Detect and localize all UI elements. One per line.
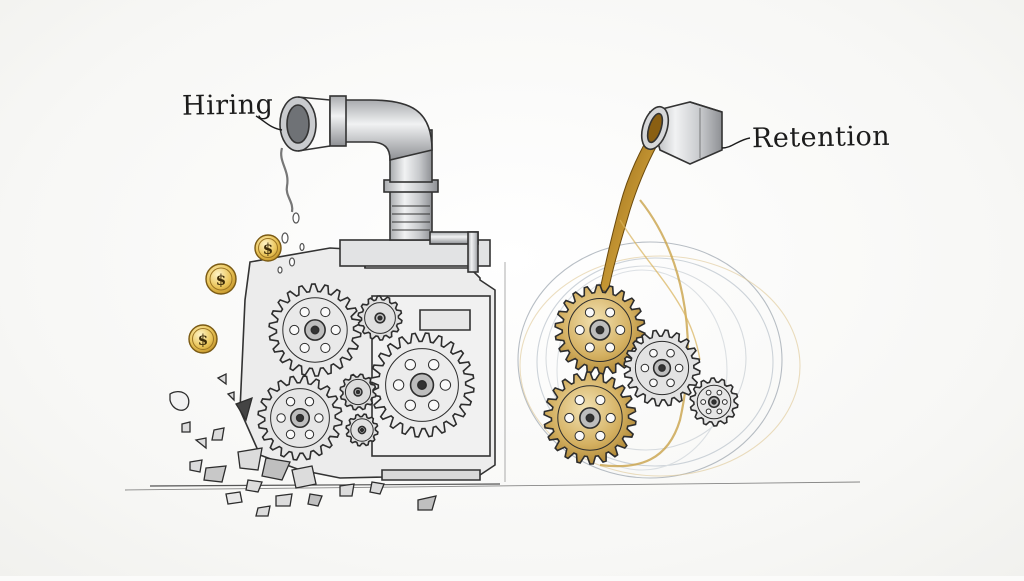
coin-symbol: $: [216, 271, 226, 289]
retention-machine: [517, 101, 801, 479]
oil-can-icon: [640, 101, 723, 165]
gear: [689, 377, 739, 427]
retention-leader-line: [721, 137, 751, 149]
coin-icon: $ $ $: [188, 234, 282, 354]
gear: [339, 373, 377, 411]
retention-label: Retention: [751, 120, 891, 155]
motion-swirl: [517, 241, 801, 479]
water-drips: [277, 147, 305, 274]
gear: [554, 284, 646, 376]
gear: [357, 295, 403, 341]
hiring-machine: $ $ $: [169, 95, 496, 517]
gear: [369, 332, 475, 438]
coin-symbol: $: [263, 240, 273, 258]
hiring-label: Hiring: [181, 89, 274, 122]
gear-icon: [257, 283, 475, 461]
gear: [543, 371, 637, 465]
gear: [623, 329, 701, 407]
hiring-leader-line: [255, 115, 283, 131]
gear-icon: [543, 284, 739, 465]
coin: $: [188, 324, 218, 354]
coin-symbol: $: [198, 331, 208, 349]
gear: [345, 413, 379, 447]
debris-icon: [169, 372, 437, 517]
gear: [257, 375, 343, 461]
coin: $: [254, 234, 282, 262]
gear: [268, 283, 362, 377]
pipe-icon: [279, 95, 479, 273]
coin: $: [205, 263, 237, 295]
